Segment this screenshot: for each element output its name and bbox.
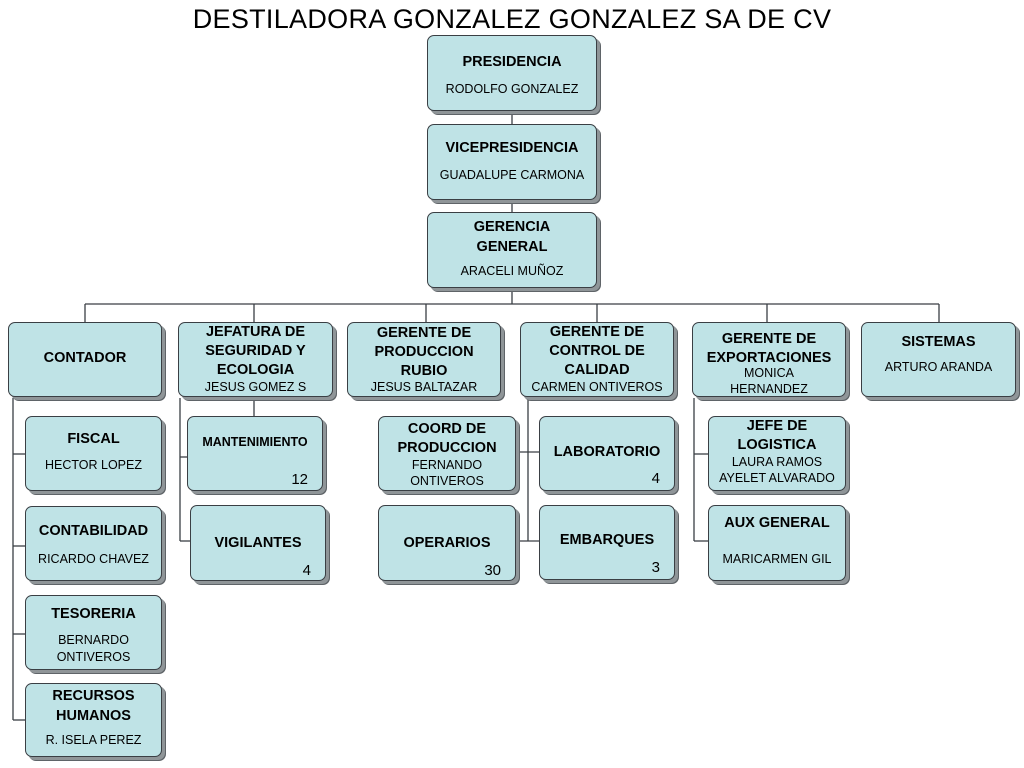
mantenimiento-title: MANTENIMIENTO xyxy=(202,435,308,449)
vicepresidencia-box: VICEPRESIDENCIA GUADALUPE CARMONA xyxy=(427,124,597,200)
contabilidad-name: RICARDO CHAVEZ xyxy=(38,552,149,566)
seguridad-name: JESUS GOMEZ S xyxy=(204,380,307,394)
aux-general-box: AUX GENERAL MARICARMEN GIL xyxy=(708,505,846,581)
seguridad-title-line3: ECOLOGIA xyxy=(216,362,295,378)
presidencia-box: PRESIDENCIA RODOLFO GONZALEZ xyxy=(427,35,597,111)
vigilantes-box: VIGILANTES 4 xyxy=(190,505,326,581)
presidencia-name: RODOLFO GONZALEZ xyxy=(445,82,579,96)
vicepresidencia-title: VICEPRESIDENCIA xyxy=(445,140,579,156)
fiscal-box: FISCAL HECTOR LOPEZ xyxy=(25,416,162,491)
produccion-title-line2: PRODUCCION xyxy=(374,344,474,360)
coord-produccion-box: COORD DE PRODUCCION FERNANDO ONTIVEROS xyxy=(378,416,516,491)
jefe-logistica-box: JEFE DE LOGISTICA LAURA RAMOS AYELET ALV… xyxy=(708,416,846,491)
calidad-title-line3: CALIDAD xyxy=(564,362,630,378)
embarques-count: 3 xyxy=(651,559,660,576)
rh-name: R. ISELA PEREZ xyxy=(45,733,142,747)
logistica-title-line2: LOGISTICA xyxy=(737,437,817,453)
laboratorio-count: 4 xyxy=(651,470,660,487)
seguridad-ecologia-box: JEFATURA DE SEGURIDAD Y ECOLOGIA JESUS G… xyxy=(178,322,333,397)
coord-title-line1: COORD DE xyxy=(407,421,487,437)
embarques-box: EMBARQUES 3 xyxy=(539,505,675,580)
fiscal-name: HECTOR LOPEZ xyxy=(44,458,142,472)
aux-title: AUX GENERAL xyxy=(724,515,830,531)
produccion-name: JESUS BALTAZAR xyxy=(370,380,478,394)
rh-title-line2: HUMANOS xyxy=(56,708,131,724)
tesoreria-box: TESORERIA BERNARDO ONTIVEROS xyxy=(25,595,162,670)
seguridad-title-line2: SEGURIDAD Y xyxy=(205,343,306,359)
page-title: DESTILADORA GONZALEZ GONZALEZ SA DE CV xyxy=(192,4,832,34)
vigilantes-title: VIGILANTES xyxy=(214,535,302,551)
seguridad-title-line1: JEFATURA DE xyxy=(205,324,306,340)
gerencia-title-line1: GERENCIA xyxy=(473,219,551,235)
operarios-title: OPERARIOS xyxy=(403,535,491,551)
produccion-title-line3: RUBIO xyxy=(400,363,448,379)
mantenimiento-box: MANTENIMIENTO 12 xyxy=(187,416,323,491)
tesoreria-name-line1: BERNARDO xyxy=(58,633,129,647)
tesoreria-title: TESORERIA xyxy=(51,606,136,622)
exportaciones-name-line1: MONICA xyxy=(744,366,794,380)
sistemas-box: SISTEMAS ARTURO ARANDA xyxy=(861,322,1016,397)
exportaciones-title-line1: GERENTE DE xyxy=(721,331,817,347)
gerencia-general-box: GERENCIA GENERAL ARACELI MUÑOZ xyxy=(427,212,597,288)
contador-title: CONTADOR xyxy=(43,350,127,366)
gerente-exportaciones-box: GERENTE DE EXPORTACIONES MONICA HERNANDE… xyxy=(692,322,846,397)
contador-box: CONTADOR xyxy=(8,322,162,397)
calidad-title-line2: CONTROL DE xyxy=(549,343,645,359)
exportaciones-title-line2: EXPORTACIONES xyxy=(706,350,832,366)
gerente-calidad-box: GERENTE DE CONTROL DE CALIDAD CARMEN ONT… xyxy=(520,322,674,397)
coord-name-line2: ONTIVEROS xyxy=(410,474,484,488)
aux-name: MARICARMEN GIL xyxy=(722,552,832,566)
laboratorio-box: LABORATORIO 4 xyxy=(539,416,675,491)
recursos-humanos-box: RECURSOS HUMANOS R. ISELA PEREZ xyxy=(25,683,162,757)
laboratorio-title: LABORATORIO xyxy=(553,444,661,460)
mantenimiento-count: 12 xyxy=(291,471,308,488)
logistica-title-line1: JEFE DE xyxy=(746,418,808,434)
vicepresidencia-name: GUADALUPE CARMONA xyxy=(439,168,585,182)
calidad-name: CARMEN ONTIVEROS xyxy=(531,380,663,394)
fiscal-title: FISCAL xyxy=(67,431,120,447)
sistemas-name: ARTURO ARANDA xyxy=(884,360,993,374)
sistemas-title: SISTEMAS xyxy=(901,334,976,350)
produccion-title-line1: GERENTE DE xyxy=(376,325,472,341)
gerencia-title-line2: GENERAL xyxy=(476,239,548,255)
tesoreria-name-line2: ONTIVEROS xyxy=(56,650,131,664)
rh-title-line1: RECURSOS xyxy=(52,688,135,704)
operarios-count: 30 xyxy=(484,562,501,579)
contabilidad-title: CONTABILIDAD xyxy=(38,523,149,539)
calidad-title-line1: GERENTE DE xyxy=(549,324,645,340)
contabilidad-box: CONTABILIDAD RICARDO CHAVEZ xyxy=(25,506,162,581)
logistica-name-line2: AYELET ALVARADO xyxy=(719,471,835,485)
coord-name-line1: FERNANDO xyxy=(411,458,483,472)
operarios-box: OPERARIOS 30 xyxy=(378,505,516,581)
gerente-produccion-box: GERENTE DE PRODUCCION RUBIO JESUS BALTAZ… xyxy=(347,322,501,397)
vigilantes-count: 4 xyxy=(302,562,311,579)
logistica-name-line1: LAURA RAMOS xyxy=(731,455,823,469)
embarques-title: EMBARQUES xyxy=(559,532,655,548)
coord-title-line2: PRODUCCION xyxy=(397,440,497,456)
exportaciones-name-line2: HERNANDEZ xyxy=(730,382,808,396)
gerencia-name: ARACELI MUÑOZ xyxy=(460,264,564,278)
presidencia-title: PRESIDENCIA xyxy=(462,54,562,70)
